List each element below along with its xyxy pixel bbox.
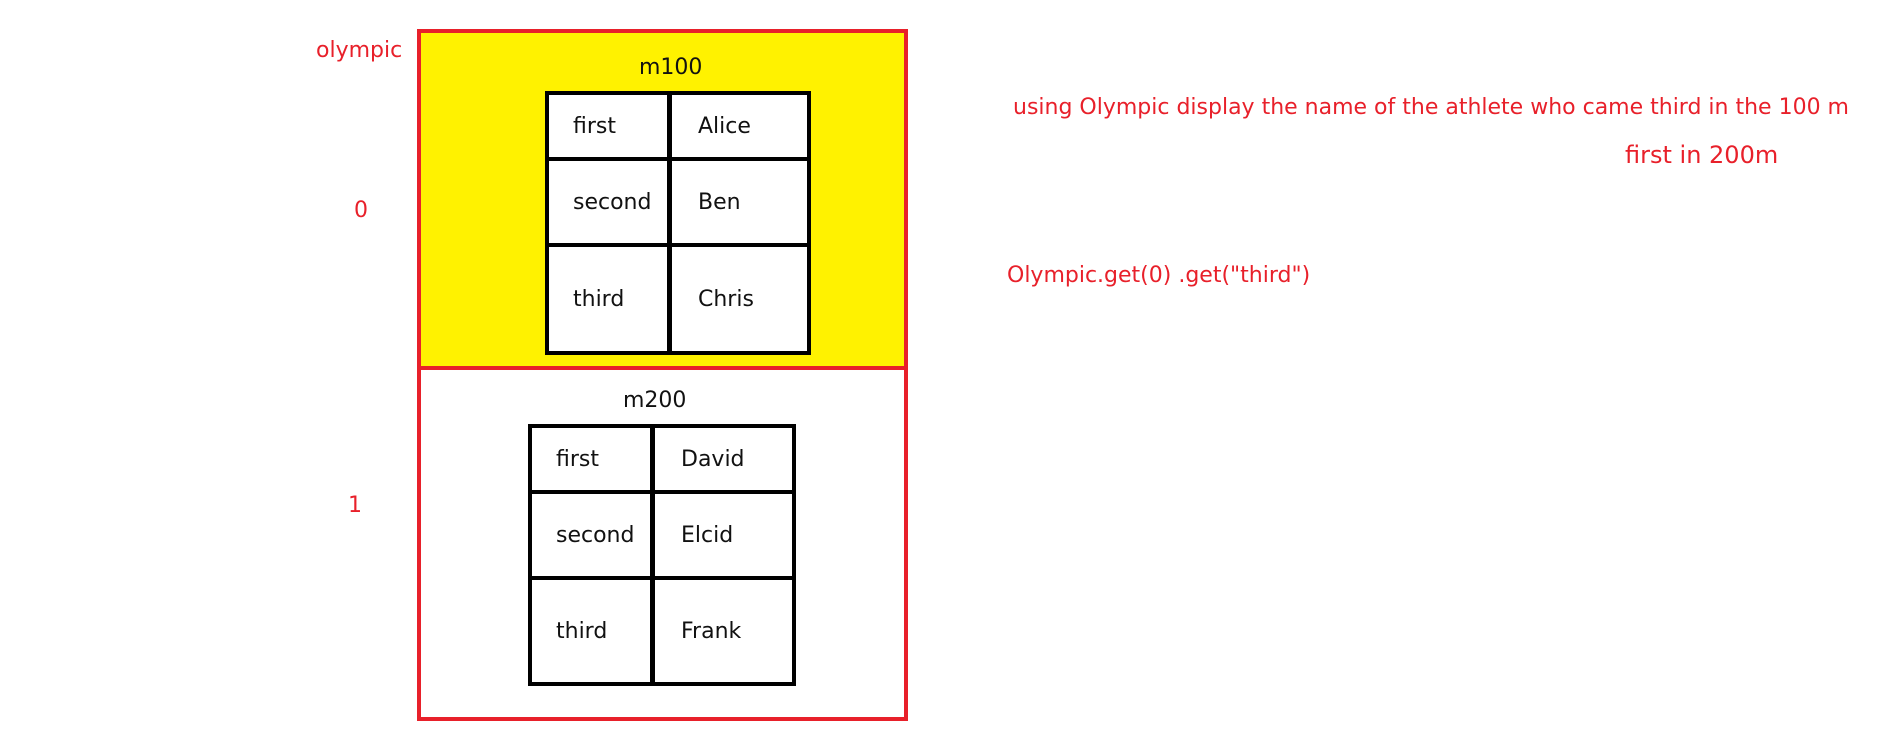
code-snippet: Olympic.get(0) .get("third") xyxy=(1007,263,1311,288)
map-key: second xyxy=(549,161,672,247)
map-key: first xyxy=(532,428,655,494)
map-value: Frank xyxy=(681,618,742,644)
map-title-m200: m200 xyxy=(623,388,687,413)
map-value: David xyxy=(655,428,792,494)
list-element-0: m100 first Alice second Ben third Chris xyxy=(417,29,908,370)
index-label-1: 1 xyxy=(348,493,362,518)
list-element-1: m200 first David second Elcid third Fran… xyxy=(417,366,908,721)
map-value: Chris xyxy=(698,286,754,312)
map-key: third xyxy=(532,580,655,682)
map-key: second xyxy=(532,494,655,580)
task-description: using Olympic display the name of the at… xyxy=(1013,95,1849,120)
map-key: first xyxy=(549,95,672,161)
variable-label: olympic xyxy=(316,38,403,63)
map-table-m200: first David second Elcid third Frank xyxy=(528,424,796,686)
task-followup: first in 200m xyxy=(1625,141,1779,169)
map-value: Elcid xyxy=(655,494,792,580)
map-value: Alice xyxy=(672,95,807,161)
index-label-0: 0 xyxy=(354,198,368,223)
map-title-m100: m100 xyxy=(639,55,703,80)
map-table-m100: first Alice second Ben third Chris xyxy=(545,91,811,355)
map-value: Ben xyxy=(672,161,807,247)
map-key: third xyxy=(549,247,672,351)
